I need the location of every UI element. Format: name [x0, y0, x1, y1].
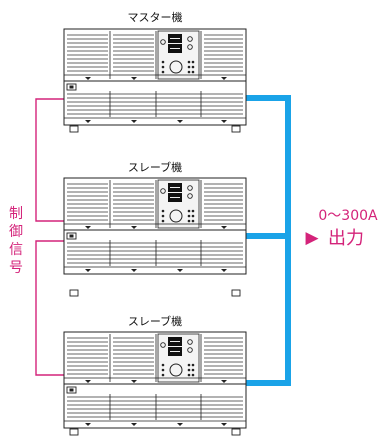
control-signal-char-4: 号: [9, 260, 23, 276]
control-signal-char-3: 信: [9, 242, 23, 258]
control-signal-label: 制 御 信 号: [9, 206, 23, 276]
output-label: 出力: [328, 228, 364, 249]
output-bus-path: [246, 95, 291, 386]
output-range-label: 0〜300A: [318, 208, 378, 224]
output-arrow-icon: ▶: [305, 228, 319, 248]
output-bus: [246, 95, 291, 386]
control-line-slave1-to-slave2: [35, 240, 64, 376]
control-line-master-to-slave1: [35, 98, 64, 222]
control-signal-lines: [35, 98, 64, 376]
unit-label-master: マスター機: [128, 10, 183, 24]
unit-label-slave-2: スレーブ機: [128, 314, 182, 328]
unit-slave-2: スレーブ機: [63, 314, 247, 436]
unit-label-slave-1: スレーブ機: [128, 160, 182, 174]
control-signal-char-2: 御: [9, 224, 23, 240]
unit-slave-1: スレーブ機: [63, 160, 247, 297]
control-signal-char-1: 制: [9, 206, 23, 222]
unit-master: マスター機: [63, 10, 247, 133]
